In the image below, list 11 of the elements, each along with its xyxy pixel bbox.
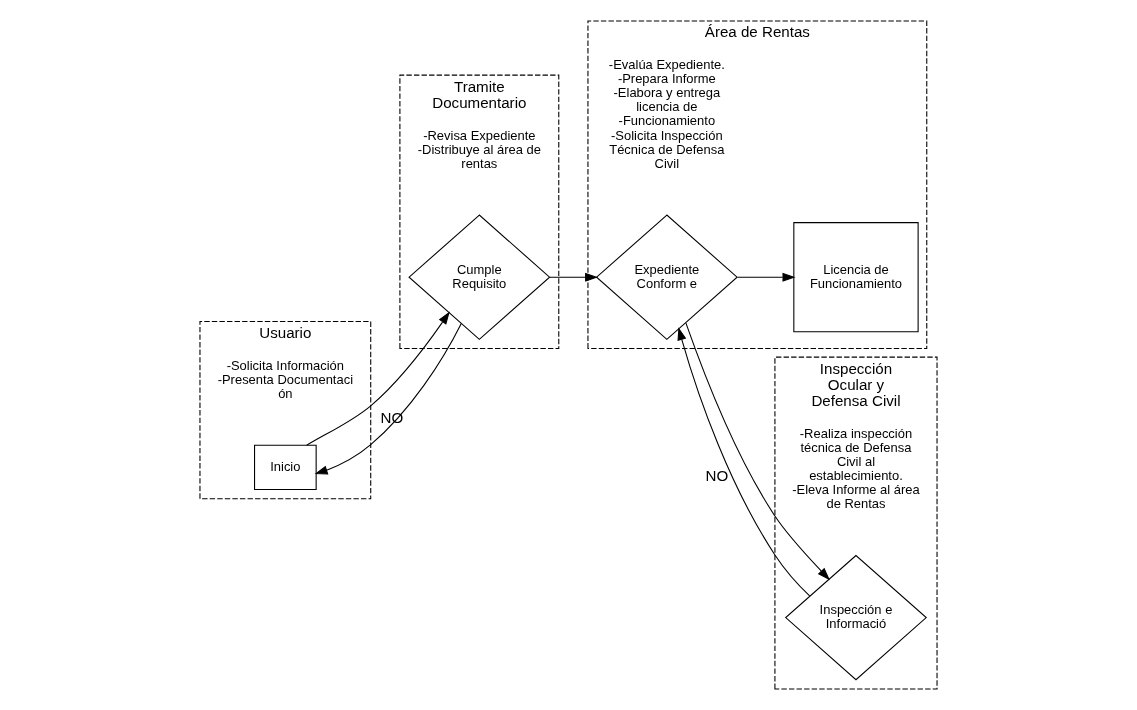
arrow (314, 322, 462, 475)
node-diamond: Cumple Requisito (408, 214, 551, 341)
arrow (549, 272, 599, 282)
arrow (677, 327, 811, 597)
edge-label: NO (705, 467, 729, 485)
node-box: Licencia de Funcionamiento (793, 222, 919, 333)
arrow (685, 322, 830, 581)
node-box: Inicio (254, 444, 317, 491)
node-diamond: Inspección e Informació (784, 554, 928, 681)
arrow (737, 272, 796, 282)
arrow (306, 311, 450, 446)
